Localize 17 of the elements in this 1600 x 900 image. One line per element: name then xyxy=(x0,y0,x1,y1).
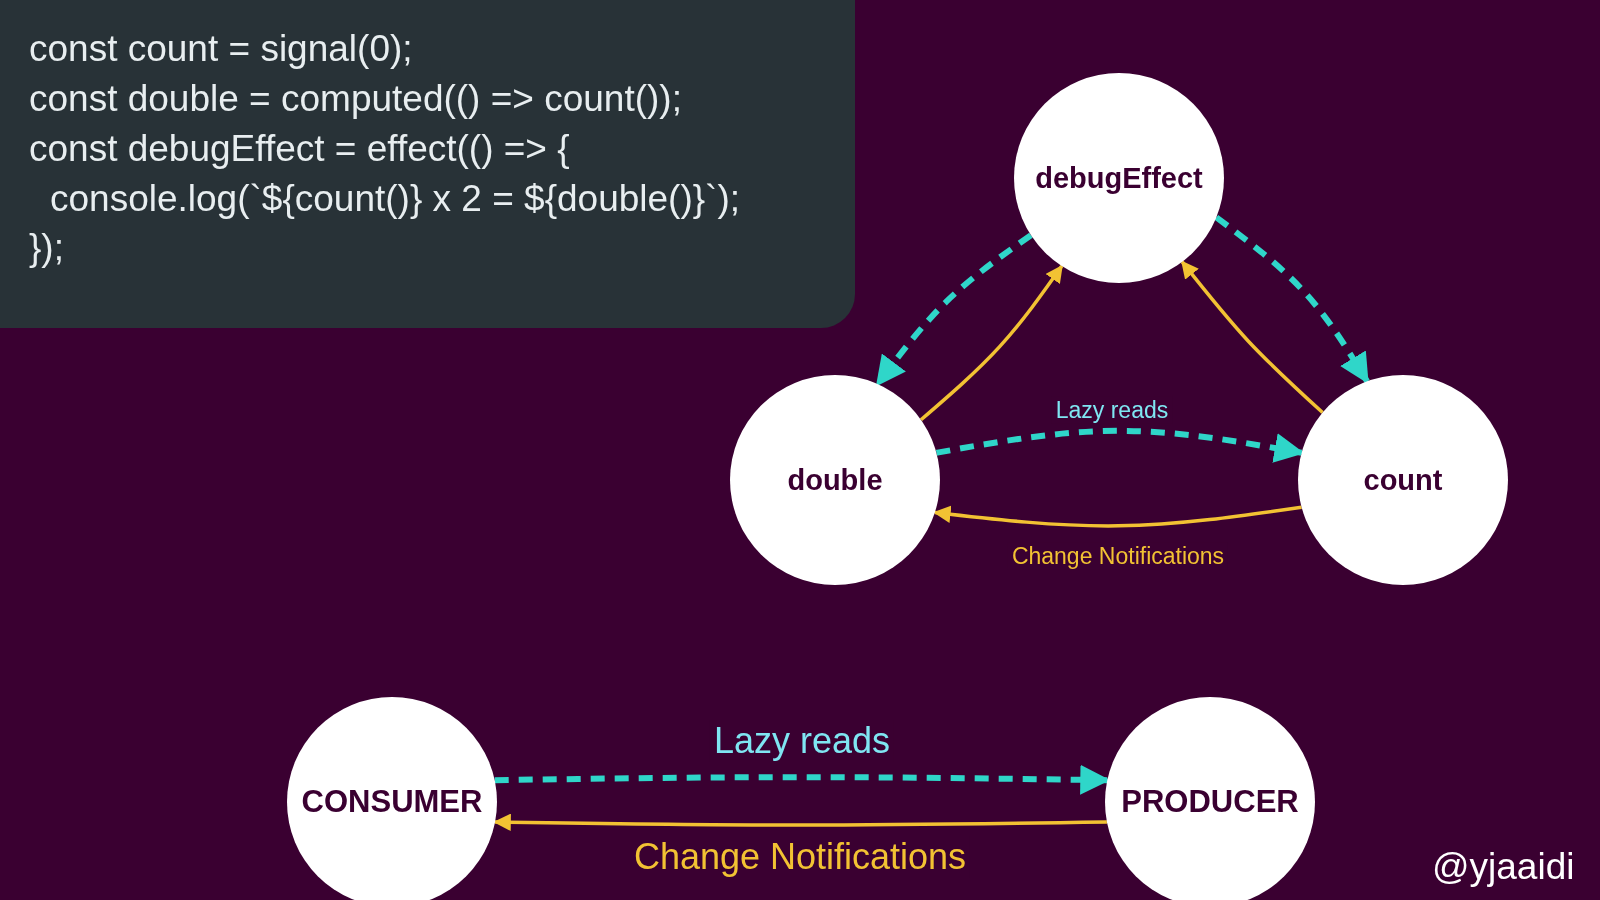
node-label: CONSUMER xyxy=(301,784,483,820)
arrow xyxy=(1180,260,1324,414)
code-line: console.log(`${count()} x 2 = ${double()}`); xyxy=(50,178,741,220)
code-line: const count = signal(0); xyxy=(29,28,413,70)
code-line: const double = computed(() => count()); xyxy=(29,78,682,120)
node-label: debugEffect xyxy=(1035,161,1203,195)
node-label: double xyxy=(787,463,883,497)
arrow xyxy=(933,505,1302,528)
arrow xyxy=(1214,214,1370,384)
code-line: const debugEffect = effect(() => { xyxy=(29,128,570,170)
node-label: PRODUCER xyxy=(1121,784,1299,820)
arrow xyxy=(875,232,1033,387)
handle-text: @yjaaidi xyxy=(1432,846,1575,888)
arrow xyxy=(919,264,1064,422)
node-label: count xyxy=(1363,463,1443,497)
code-line: }); xyxy=(29,227,64,269)
arrow xyxy=(493,813,1107,831)
